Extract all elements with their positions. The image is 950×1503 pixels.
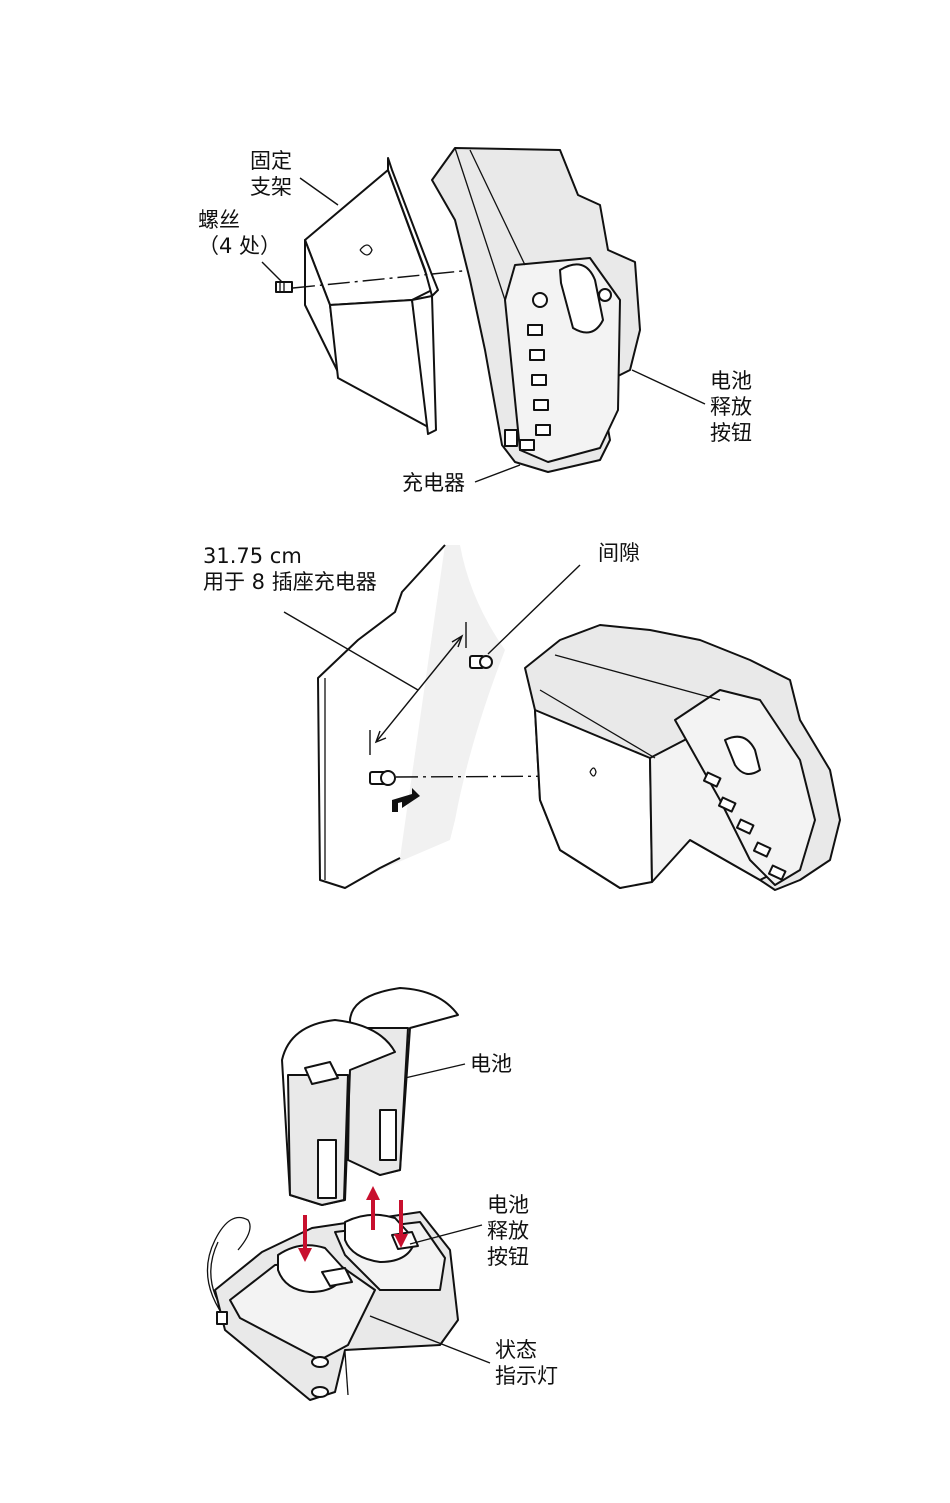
status-light-label: 状态 指示灯 — [495, 1337, 558, 1389]
battery-back — [348, 988, 458, 1175]
battery-label: 电池 — [470, 1051, 512, 1077]
battery-release-label-fig3: 电池 释放 按钮 — [487, 1192, 529, 1270]
charger-base — [215, 1212, 458, 1400]
